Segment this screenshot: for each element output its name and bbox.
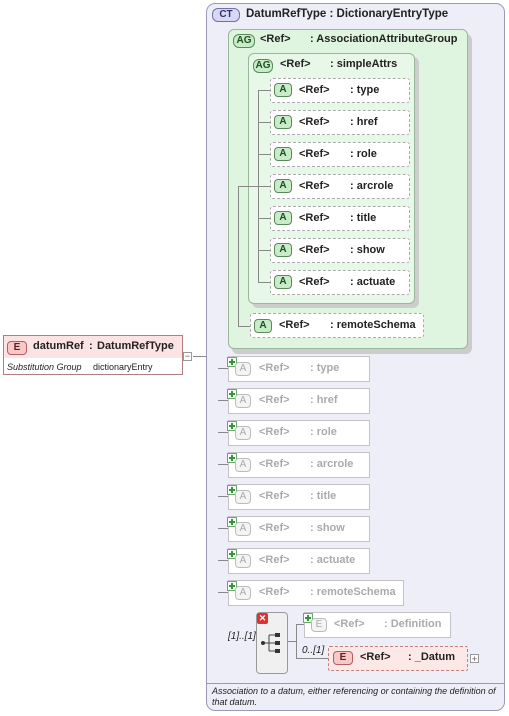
connector-line	[238, 186, 239, 326]
attr-name: : remoteSchema	[310, 586, 396, 598]
attr-ref: <Ref>	[279, 319, 310, 331]
attr-badge: A	[274, 179, 292, 193]
attr-badge: A	[274, 147, 292, 161]
root-element-subst-label: Substitution Group	[7, 362, 82, 372]
attr-box	[270, 142, 410, 167]
complex-type-badge: CT	[212, 8, 240, 22]
attr-name: : arcrole	[310, 458, 354, 470]
element-name: : _Datum	[408, 651, 456, 663]
attr-badge: A	[254, 319, 272, 333]
attr-ref: <Ref>	[259, 362, 290, 374]
attr-ref: <Ref>	[299, 148, 330, 160]
attr-name: : actuate	[310, 554, 356, 566]
attr-ref: <Ref>	[259, 586, 290, 598]
attr-badge: A	[235, 458, 251, 472]
attr-box	[270, 238, 410, 263]
root-element-subst-value: dictionaryEntry	[93, 362, 153, 372]
attr-name: : remoteSchema	[330, 319, 416, 331]
complex-type-title: DatumRefType : DictionaryEntryType	[246, 8, 449, 20]
attr-box	[250, 313, 424, 338]
collapse-icon[interactable]: −	[183, 351, 192, 361]
root-element-badge: E	[7, 341, 27, 355]
attr-ref: <Ref>	[299, 244, 330, 256]
attr-ref: <Ref>	[259, 490, 290, 502]
connector-line	[296, 624, 297, 658]
connector-line	[288, 641, 296, 642]
element-badge: E	[333, 651, 353, 665]
attr-badge: A	[235, 554, 251, 568]
doc-divider	[207, 683, 504, 684]
connector-line	[238, 326, 250, 327]
connector-line	[296, 624, 304, 625]
complex-type-documentation: Association to a datum, either referenci…	[212, 686, 496, 707]
attr-box	[270, 78, 410, 103]
element-badge: E	[311, 618, 327, 632]
attr-badge: A	[274, 211, 292, 225]
root-element-name: datumRef	[33, 340, 84, 352]
connector-line	[296, 658, 328, 659]
attr-name: : href	[310, 394, 338, 406]
attr-ref: <Ref>	[299, 180, 330, 192]
element-cardinality: 0..[1]	[302, 645, 325, 656]
attr-name: : actuate	[350, 276, 396, 288]
attr-badge: A	[235, 394, 251, 408]
attr-badge: A	[274, 275, 292, 289]
attr-name: : title	[310, 490, 337, 502]
assoc-group-name: : AssociationAttributeGroup	[310, 33, 458, 45]
connector-line	[238, 186, 258, 187]
attr-ref: <Ref>	[259, 426, 290, 438]
attr-ref: <Ref>	[299, 212, 330, 224]
root-element-sep: :	[89, 340, 93, 352]
root-element-subst-area	[4, 358, 182, 374]
element-name: : Definition	[384, 618, 442, 630]
attr-badge: A	[274, 243, 292, 257]
attr-box	[270, 206, 410, 231]
attr-badge: A	[235, 586, 251, 600]
attr-name: : show	[350, 244, 385, 256]
attr-name: : role	[310, 426, 337, 438]
attr-name: : role	[350, 148, 377, 160]
simple-group-name: : simpleAttrs	[330, 58, 398, 70]
attr-ref: <Ref>	[259, 458, 290, 470]
attr-name: : arcrole	[350, 180, 394, 192]
simple-group-badge: AG	[253, 59, 273, 73]
attr-name: : title	[350, 212, 377, 224]
element-ref: <Ref>	[334, 618, 365, 630]
attr-box	[270, 270, 410, 295]
attr-name: : type	[310, 362, 340, 374]
attr-badge: A	[274, 83, 292, 97]
attr-badge: A	[235, 522, 251, 536]
assoc-group-badge: AG	[233, 34, 255, 48]
attr-ref: <Ref>	[259, 522, 290, 534]
attr-ref: <Ref>	[259, 394, 290, 406]
assoc-group-ref: <Ref>	[260, 33, 291, 45]
attr-name: : href	[350, 116, 378, 128]
attr-box	[270, 110, 410, 135]
attr-badge: A	[274, 115, 292, 129]
attr-badge: A	[235, 490, 251, 504]
connector-line	[193, 356, 218, 357]
root-element-type: DatumRefType	[97, 340, 174, 352]
attr-ref: <Ref>	[259, 554, 290, 566]
attr-name: : type	[350, 84, 380, 96]
choice-icon	[261, 633, 280, 653]
attr-ref: <Ref>	[299, 116, 330, 128]
attr-ref: <Ref>	[299, 84, 330, 96]
simple-group-ref: <Ref>	[280, 58, 311, 70]
choice-cardinality: [1]..[1]	[228, 631, 256, 642]
element-ref: <Ref>	[360, 651, 391, 663]
attr-ref: <Ref>	[299, 276, 330, 288]
attr-box	[270, 174, 410, 199]
attr-badge: A	[235, 362, 251, 376]
attr-name: : show	[310, 522, 345, 534]
expand-icon[interactable]: +	[470, 654, 479, 664]
choice-close-icon[interactable]: ✕	[257, 613, 268, 624]
attr-badge: A	[235, 426, 251, 440]
